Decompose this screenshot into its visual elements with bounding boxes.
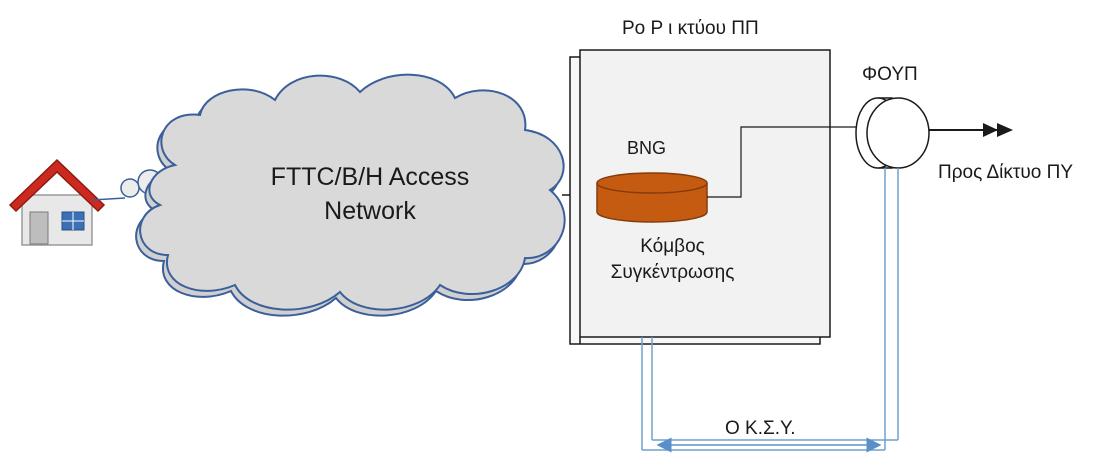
direction-label: Προς Δίκτυο ΠΥ bbox=[938, 162, 1074, 183]
outgoing-arrow-icon bbox=[929, 123, 1013, 137]
bng-label: BNG bbox=[627, 138, 667, 158]
house-icon bbox=[8, 158, 106, 246]
node-description-line2: Συγκέντρωσης bbox=[610, 262, 735, 283]
bottom-label: Ο Κ.Σ.Υ. bbox=[725, 418, 796, 439]
site-label: Ρο Ρ ι κτύου ΠΠ bbox=[622, 18, 759, 39]
cloud-label-line1: FTTC/B/H Access bbox=[270, 163, 470, 191]
bng-cylinder-icon bbox=[596, 172, 708, 223]
endpoint-label: ΦΟΥΠ bbox=[862, 64, 918, 85]
cloud-label-line2: Network bbox=[324, 197, 416, 225]
cloud-label: FTTC/B/H Access Network bbox=[220, 160, 520, 228]
node-description: Κόμβος Συγκέντρωσης bbox=[585, 234, 760, 286]
endpoint-icon bbox=[855, 97, 930, 169]
node-description-line1: Κόμβος bbox=[640, 236, 705, 257]
bng-uplink bbox=[707, 126, 858, 198]
access-network-cloud bbox=[135, 73, 566, 317]
